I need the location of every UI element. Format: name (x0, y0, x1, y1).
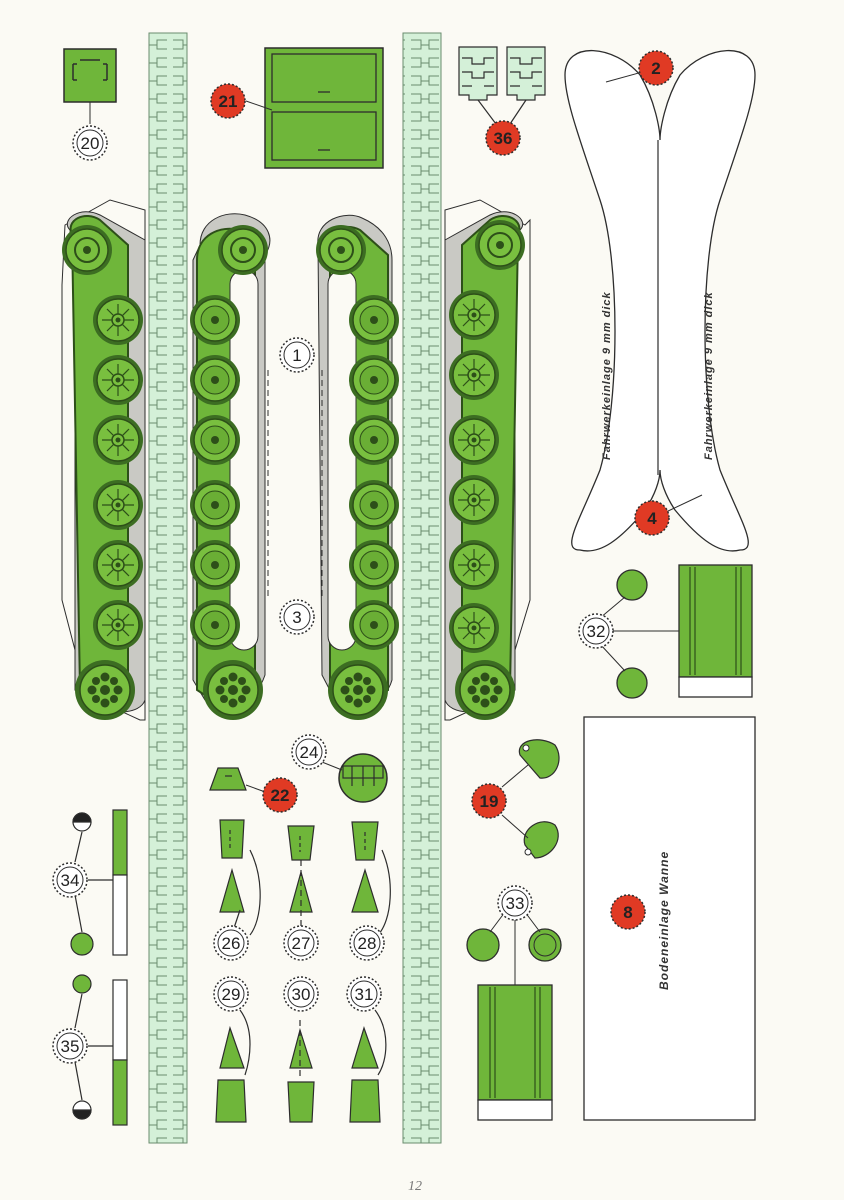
label-24: 24 (300, 743, 319, 762)
label-19: 19 (480, 792, 499, 811)
badge-21: 21 (210, 83, 246, 119)
label-36: 36 (494, 129, 513, 148)
badge-36: 36 (485, 120, 521, 156)
badge-19: 19 (471, 783, 507, 819)
track-strip-left (148, 32, 188, 1144)
badge-2: 2 (638, 50, 674, 86)
label-34: 34 (61, 871, 80, 890)
label-4: 4 (647, 509, 657, 528)
part-20-hatch (63, 48, 117, 124)
label-28: 28 (358, 934, 377, 953)
badge-8: 8 (610, 894, 646, 930)
label-3: 3 (292, 608, 301, 627)
label-22: 22 (271, 786, 290, 805)
parts-26-31-brackets (215, 819, 391, 1123)
badge-33: 33 (497, 885, 533, 921)
part-2-4-suspension-inlay (564, 49, 756, 552)
label-26: 26 (222, 934, 241, 953)
badge-32: 32 (578, 613, 614, 649)
part-32-panel-and-discs (599, 564, 753, 699)
part-22-wedge (209, 767, 269, 794)
badge-20: 20 (72, 125, 108, 161)
badge-22: 22 (262, 777, 298, 813)
badge-28: 28 (349, 925, 385, 961)
label-2: 2 (651, 59, 660, 78)
fahrwerk-text-right: Fahrwerkeinlage 9 mm dick (703, 291, 715, 460)
part-36-track-links (458, 46, 546, 125)
badge-31: 31 (346, 976, 382, 1012)
badge-30: 30 (283, 976, 319, 1012)
track-strip-right (402, 32, 442, 1144)
label-1: 1 (292, 346, 301, 365)
label-32: 32 (587, 622, 606, 641)
part-21-box (245, 47, 384, 169)
fahrwerk-text-left: Fahrwerkeinlage 9 mm dick (601, 291, 613, 460)
part-24-disc (321, 753, 388, 803)
label-20: 20 (81, 134, 100, 153)
suspension-side-outer-right (444, 199, 531, 721)
badge-27: 27 (283, 925, 319, 961)
label-27: 27 (292, 934, 311, 953)
badge-29: 29 (213, 976, 249, 1012)
part-33-panel-and-discs (466, 911, 562, 1121)
label-29: 29 (222, 985, 241, 1004)
parts-34-35-strips (70, 809, 128, 1126)
label-8: 8 (623, 903, 632, 922)
suspension-side-inner-left (189, 213, 271, 721)
bodeneinlage-text: Bodeneinlage Wanne (657, 851, 671, 990)
page-number: 12 (408, 1179, 422, 1194)
badge-34: 34 (52, 862, 88, 898)
badge-1: 1 (279, 337, 315, 373)
suspension-side-outer-left (61, 199, 146, 721)
badge-26: 26 (213, 925, 249, 961)
label-33: 33 (506, 894, 525, 913)
part-19-flaps (501, 739, 560, 859)
badge-24: 24 (291, 734, 327, 770)
label-35: 35 (61, 1037, 80, 1056)
label-30: 30 (292, 985, 311, 1004)
badge-35: 35 (52, 1028, 88, 1064)
label-21: 21 (219, 92, 238, 111)
label-31: 31 (355, 985, 374, 1004)
badge-4: 4 (634, 500, 670, 536)
suspension-side-inner-right (315, 214, 400, 721)
badge-3: 3 (279, 599, 315, 635)
